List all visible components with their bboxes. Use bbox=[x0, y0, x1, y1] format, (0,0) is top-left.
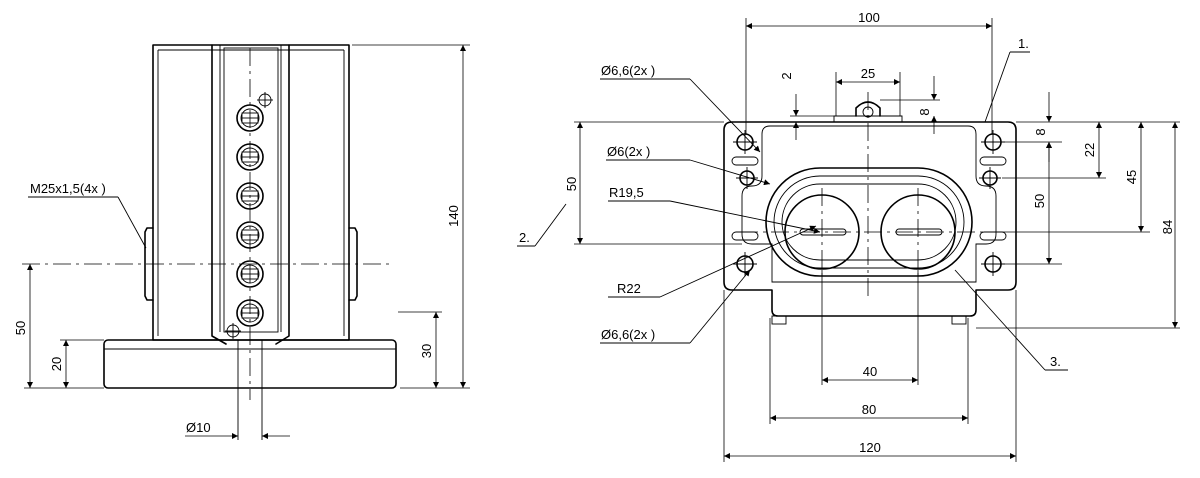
flange-plate bbox=[723, 121, 1017, 317]
dim-20: 20 bbox=[49, 357, 64, 371]
left-gland bbox=[144, 227, 154, 301]
dim-40: 40 bbox=[863, 364, 877, 379]
dim-8-right: 8 bbox=[1033, 128, 1048, 135]
callout-1: 1. bbox=[1018, 36, 1029, 51]
radius-19-5: R19,5 bbox=[609, 185, 644, 200]
dim-140: 140 bbox=[446, 205, 461, 227]
dim-120: 120 bbox=[859, 440, 881, 455]
dim-30: 30 bbox=[419, 344, 434, 358]
dim-hole-diameter: Ø10 bbox=[186, 420, 211, 435]
callout-3: 3. bbox=[1050, 354, 1061, 369]
dim-50-left-top: 50 bbox=[564, 177, 579, 191]
dim-50-right: 50 bbox=[1032, 194, 1047, 208]
dim-45: 45 bbox=[1124, 170, 1139, 184]
mounting-holes bbox=[733, 130, 1005, 276]
dim-2: 2 bbox=[779, 72, 794, 79]
dim-8-top: 8 bbox=[917, 108, 932, 115]
radius-22: R22 bbox=[617, 281, 641, 296]
dim-50-left: 50 bbox=[13, 321, 28, 335]
housing-body bbox=[152, 44, 350, 341]
dim-25: 25 bbox=[861, 66, 875, 81]
top-view: 100 25 40 80 120 2 8 8 50 22 bbox=[517, 10, 1180, 462]
thread-label: M25x1,5(4x ) bbox=[30, 181, 106, 196]
dim-100: 100 bbox=[858, 10, 880, 25]
hole-66-bottom: Ø6,6(2x ) bbox=[601, 327, 655, 342]
dim-80: 80 bbox=[862, 402, 876, 417]
hole-6: Ø6(2x ) bbox=[607, 144, 650, 159]
callout-2: 2. bbox=[519, 230, 530, 245]
hole-66-top: Ø6,6(2x ) bbox=[601, 63, 655, 78]
dim-22: 22 bbox=[1082, 143, 1097, 157]
front-view: 140 30 50 20 Ø10 M25x1,5(4x ) bbox=[13, 44, 470, 440]
dim-84: 84 bbox=[1160, 220, 1175, 234]
